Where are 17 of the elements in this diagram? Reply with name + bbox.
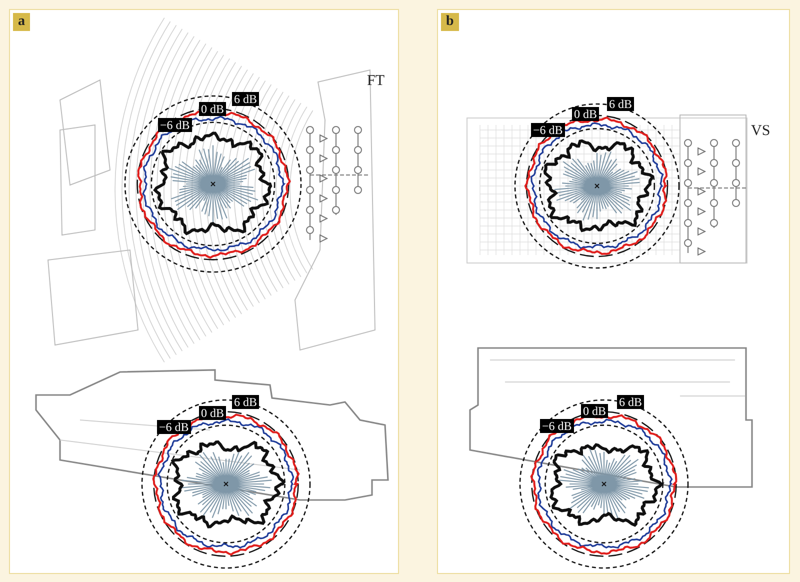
level-tag: 6 dB [617,395,644,409]
level-tag: −6 dB [531,123,565,137]
level-tag: −6 dB [158,118,192,132]
hall-label: VS [751,122,770,141]
level-tag: 0 dB [572,107,600,121]
level-tag: 6 dB [232,395,260,409]
level-tag: 0 dB [199,406,226,420]
hall-label: FT [367,72,385,91]
level-tag: −6 dB [540,419,574,433]
panel-letter: b [441,13,459,31]
panel [9,9,399,574]
level-tag: 6 dB [232,92,260,106]
level-tag: 0 dB [581,404,608,418]
panel-letter: a [13,13,30,31]
level-tag: 0 dB [199,102,226,116]
level-tag: 6 dB [607,97,634,111]
level-tag: −6 dB [157,420,191,434]
